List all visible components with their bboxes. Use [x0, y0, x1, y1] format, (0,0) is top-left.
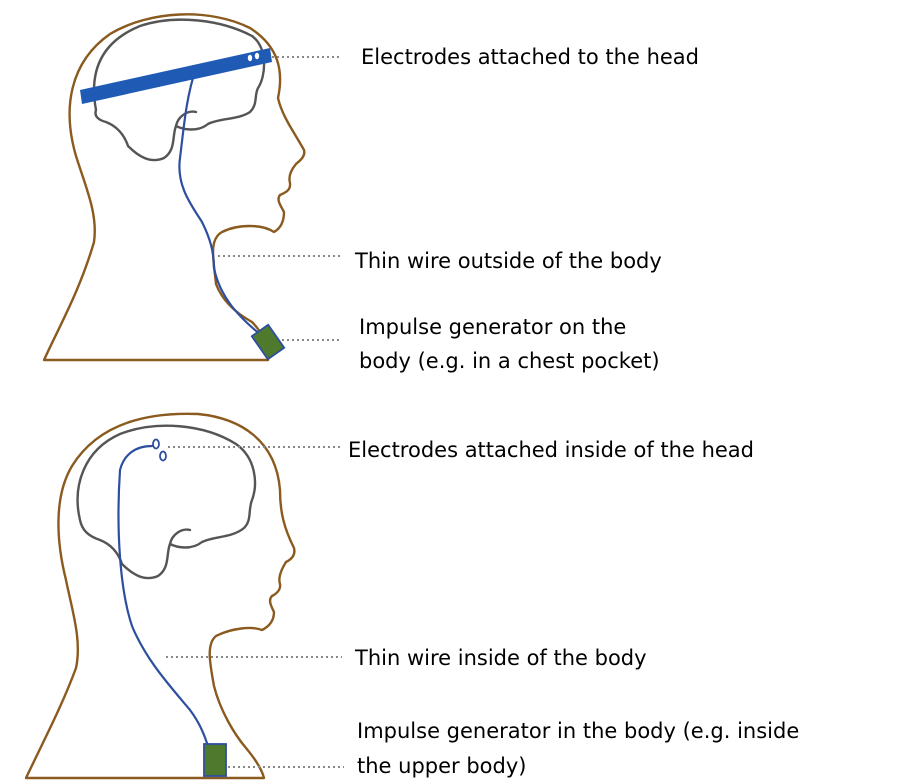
bottom-brain-lobe-line: [170, 530, 190, 544]
bottom-brain-outline: [78, 426, 255, 578]
bottom-figure: Electrodes attached inside of the head T…: [26, 414, 799, 778]
top-generator-label-line2: body (e.g. in a chest pocket): [359, 349, 660, 373]
top-head-outline: [44, 14, 304, 360]
bottom-generator-label-line2: the upper body): [357, 754, 526, 778]
top-impulse-generator: [252, 325, 284, 359]
bottom-electrode-1: [153, 440, 159, 449]
bottom-generator-label-line1: Impulse generator in the body (e.g. insi…: [357, 719, 799, 743]
top-electrode-contact-1: [248, 55, 252, 61]
bottom-wire: [119, 446, 211, 752]
top-electrode-contact-2: [255, 53, 259, 59]
top-wire-label: Thin wire outside of the body: [354, 249, 662, 273]
top-electrodes-label: Electrodes attached to the head: [361, 45, 699, 69]
top-generator-label-line1: Impulse generator on the: [359, 315, 626, 339]
top-figure: Electrodes attached to the head Thin wir…: [44, 14, 699, 373]
bottom-electrode-2: [160, 452, 166, 461]
bottom-electrodes-label: Electrodes attached inside of the head: [348, 438, 754, 462]
top-headband: [80, 48, 272, 104]
bottom-impulse-generator: [204, 744, 226, 776]
bottom-wire-label: Thin wire inside of the body: [354, 646, 647, 670]
